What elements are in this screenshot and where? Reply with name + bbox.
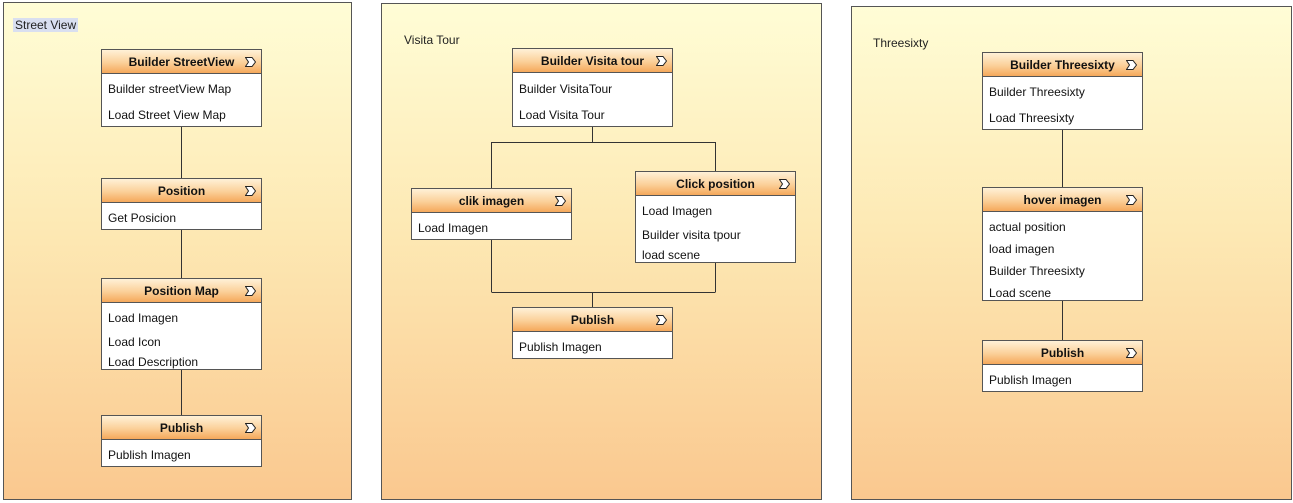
node-row: Builder Threesixty xyxy=(989,85,1085,99)
node-builder-streetview[interactable]: Builder StreetView Builder streetView Ma… xyxy=(101,49,262,127)
node-header: Click position xyxy=(636,172,795,196)
node-header: Builder Visita tour xyxy=(513,49,672,73)
node-header: Publish xyxy=(983,341,1142,365)
node-builder-visita-tour[interactable]: Builder Visita tour Builder VisitaTour L… xyxy=(512,48,673,127)
node-row: actual position xyxy=(989,220,1066,234)
action-chevron-icon xyxy=(779,179,790,189)
node-row: Load Imagen xyxy=(642,204,713,218)
panel-title-threesixty: Threesixty xyxy=(873,36,929,50)
node-row: Publish Imagen xyxy=(989,373,1072,387)
node-publish-street-view[interactable]: Publish Publish Imagen xyxy=(101,415,262,467)
node-clik-imagen[interactable]: clik imagen Load Imagen xyxy=(411,188,572,240)
node-row: Builder VisitaTour xyxy=(519,82,613,96)
node-row: Get Posicion xyxy=(108,211,177,225)
node-row: Load Threesixty xyxy=(989,111,1075,125)
action-chevron-icon xyxy=(656,56,667,66)
action-chevron-icon xyxy=(245,423,256,433)
node-row: Load scene xyxy=(989,286,1052,300)
node-header: clik imagen xyxy=(412,189,571,213)
node-row: Builder Threesixty xyxy=(989,264,1085,278)
panel-title-visita-tour: Visita Tour xyxy=(404,33,460,47)
node-position-map[interactable]: Position Map Load Imagen Load Icon Load … xyxy=(101,278,262,370)
node-row: load scene xyxy=(642,248,701,262)
action-chevron-icon xyxy=(1126,348,1137,358)
node-header: Position Map xyxy=(102,279,261,303)
node-row: Builder visita tpour xyxy=(642,228,741,242)
panel-title-street-view: Street View xyxy=(13,18,79,32)
node-builder-threesixty[interactable]: Builder Threesixty Builder Threesixty Lo… xyxy=(982,52,1143,130)
action-chevron-icon xyxy=(245,186,256,196)
node-row: Builder streetView Map xyxy=(108,82,232,96)
node-header: Position xyxy=(102,179,261,203)
node-row: Load Imagen xyxy=(108,311,179,325)
node-header: Publish xyxy=(513,308,672,332)
node-hover-imagen[interactable]: hover imagen actual position load imagen… xyxy=(982,187,1143,301)
node-row: Load Description xyxy=(108,355,199,369)
node-click-position[interactable]: Click position Load Imagen Builder visit… xyxy=(635,171,796,263)
node-header: Publish xyxy=(102,416,261,440)
node-header: Builder Threesixty xyxy=(983,53,1142,77)
action-chevron-icon xyxy=(245,57,256,67)
node-row: Load Visita Tour xyxy=(519,108,605,122)
node-row: Publish Imagen xyxy=(519,340,602,354)
node-row: Load Imagen xyxy=(418,221,489,235)
action-chevron-icon xyxy=(1126,195,1137,205)
action-chevron-icon xyxy=(245,286,256,296)
action-chevron-icon xyxy=(1126,60,1137,70)
node-position[interactable]: Position Get Posicion xyxy=(101,178,262,230)
node-row: Load Icon xyxy=(108,335,161,349)
node-row: Load Street View Map xyxy=(108,108,226,122)
node-header: hover imagen xyxy=(983,188,1142,212)
node-row: Publish Imagen xyxy=(108,448,191,462)
node-row: load imagen xyxy=(989,242,1055,256)
node-publish-threesixty[interactable]: Publish Publish Imagen xyxy=(982,340,1143,392)
node-header: Builder StreetView xyxy=(102,50,261,74)
node-publish-visita-tour[interactable]: Publish Publish Imagen xyxy=(512,307,673,359)
action-chevron-icon xyxy=(555,196,566,206)
action-chevron-icon xyxy=(656,315,667,325)
